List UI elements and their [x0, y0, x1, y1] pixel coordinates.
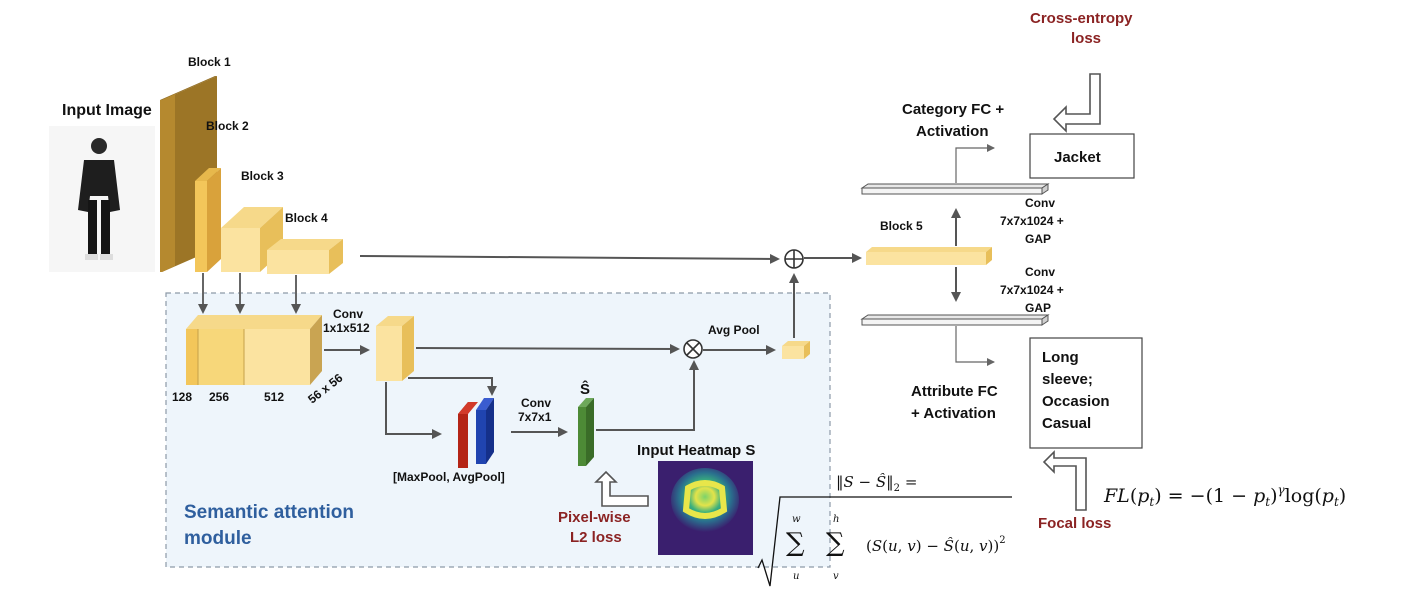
svg-text:u: u	[793, 571, 799, 582]
attribute-fc-label-line1: Attribute FC	[911, 383, 998, 400]
svg-text:(S(u, v) − Ŝ(u, v))2: (S(u, v) − Ŝ(u, v))2	[866, 535, 1006, 555]
maxpool-map	[458, 402, 478, 468]
conv-top-line3: GAP	[1025, 232, 1051, 246]
pixel-l2-label-line1: Pixel-wise	[558, 509, 631, 526]
focal-loss-formula: FL(pt) = −(1 − pt)γlog(pt)	[1103, 483, 1346, 509]
svg-text:∑: ∑	[786, 528, 805, 558]
svg-text:v: v	[833, 571, 839, 582]
block-1-label: Block 1	[188, 55, 231, 69]
concat-feature-block	[186, 315, 322, 385]
attribute-output-line1: Long	[1042, 349, 1079, 366]
conv-bot-line2: 7x7x1024 +	[1000, 283, 1064, 297]
block-5-label: Block 5	[880, 219, 923, 233]
avg-pool-label: Avg Pool	[708, 323, 760, 337]
s-hat-label: Ŝ	[580, 380, 590, 398]
cross-entropy-label-line2: loss	[1071, 30, 1101, 47]
attribute-output-line3: Occasion	[1042, 393, 1110, 410]
hollow-arrow-icon	[594, 470, 649, 507]
conv-7x7-label-line1: Conv	[521, 396, 551, 410]
conv-bot-line3: GAP	[1025, 301, 1051, 315]
category-fc-label-line2: Activation	[916, 123, 989, 140]
block-3	[221, 207, 283, 272]
block-2-label: Block 2	[206, 119, 249, 133]
svg-text:h: h	[833, 514, 839, 525]
channel-256-label: 256	[209, 390, 229, 404]
block-5	[866, 247, 992, 265]
attribute-output-line4: Casual	[1042, 415, 1091, 432]
module-label-line2: module	[184, 528, 252, 549]
block-2	[195, 168, 221, 272]
svg-text:FL(pt) = −(1 − pt)γlog(pt): FL(pt) = −(1 − pt)γlog(pt)	[1103, 483, 1346, 509]
category-fc-bar	[860, 183, 1050, 195]
conv-7x7-label-line2: 7x7x1	[518, 410, 552, 424]
pixel-l2-label-line2: L2 loss	[570, 529, 622, 546]
attribute-output-line2: sleeve;	[1042, 371, 1093, 388]
conv-1x1-block	[376, 316, 414, 381]
category-output-box	[1029, 133, 1135, 179]
conv-1x1-label-line1: Conv	[333, 307, 363, 321]
skip-arrow	[359, 253, 780, 264]
maxpool-avgpool-label: [MaxPool, AvgPool]	[393, 470, 505, 484]
channel-128-label: 128	[172, 390, 192, 404]
block-4-label: Block 4	[285, 211, 328, 225]
svg-text:‖S − Ŝ‖2 =: ‖S − Ŝ‖2 =	[836, 473, 917, 494]
attribute-fc-bar	[860, 314, 1050, 326]
channel-512-label: 512	[264, 390, 284, 404]
avgpool-map	[476, 398, 494, 464]
category-output-label: Jacket	[1054, 149, 1101, 166]
input-heatmap-label: Input Heatmap S	[637, 442, 755, 459]
attribute-fc-label-line2: + Activation	[911, 405, 996, 422]
module-label-line1: Semantic attention	[184, 502, 354, 523]
times-circle-icon	[683, 339, 703, 359]
block-3-label: Block 3	[241, 169, 284, 183]
conv-1x1-label-line2: 1x1x512	[323, 321, 370, 335]
focal-loss-label: Focal loss	[1038, 515, 1111, 532]
conv-top-line2: 7x7x1024 +	[1000, 214, 1064, 228]
conv-bot-line1: Conv	[1025, 265, 1055, 279]
category-fc-label-line1: Category FC +	[902, 101, 1004, 118]
s-hat-map	[578, 398, 594, 466]
attribute-output-box	[1029, 337, 1143, 449]
svg-text:∑: ∑	[826, 528, 845, 558]
plus-circle-icon	[784, 249, 804, 269]
avg-pool-block	[782, 341, 810, 359]
cross-entropy-label-line1: Cross-entropy	[1030, 10, 1133, 27]
input-image-label: Input Image	[62, 102, 152, 119]
block-4	[267, 239, 343, 274]
input-image	[49, 126, 155, 272]
heatmap-image	[658, 461, 753, 555]
conv-top-line1: Conv	[1025, 196, 1055, 210]
svg-text:w: w	[792, 514, 801, 525]
hollow-arrow-icon	[1052, 73, 1101, 133]
hollow-arrow-icon	[1042, 450, 1087, 511]
